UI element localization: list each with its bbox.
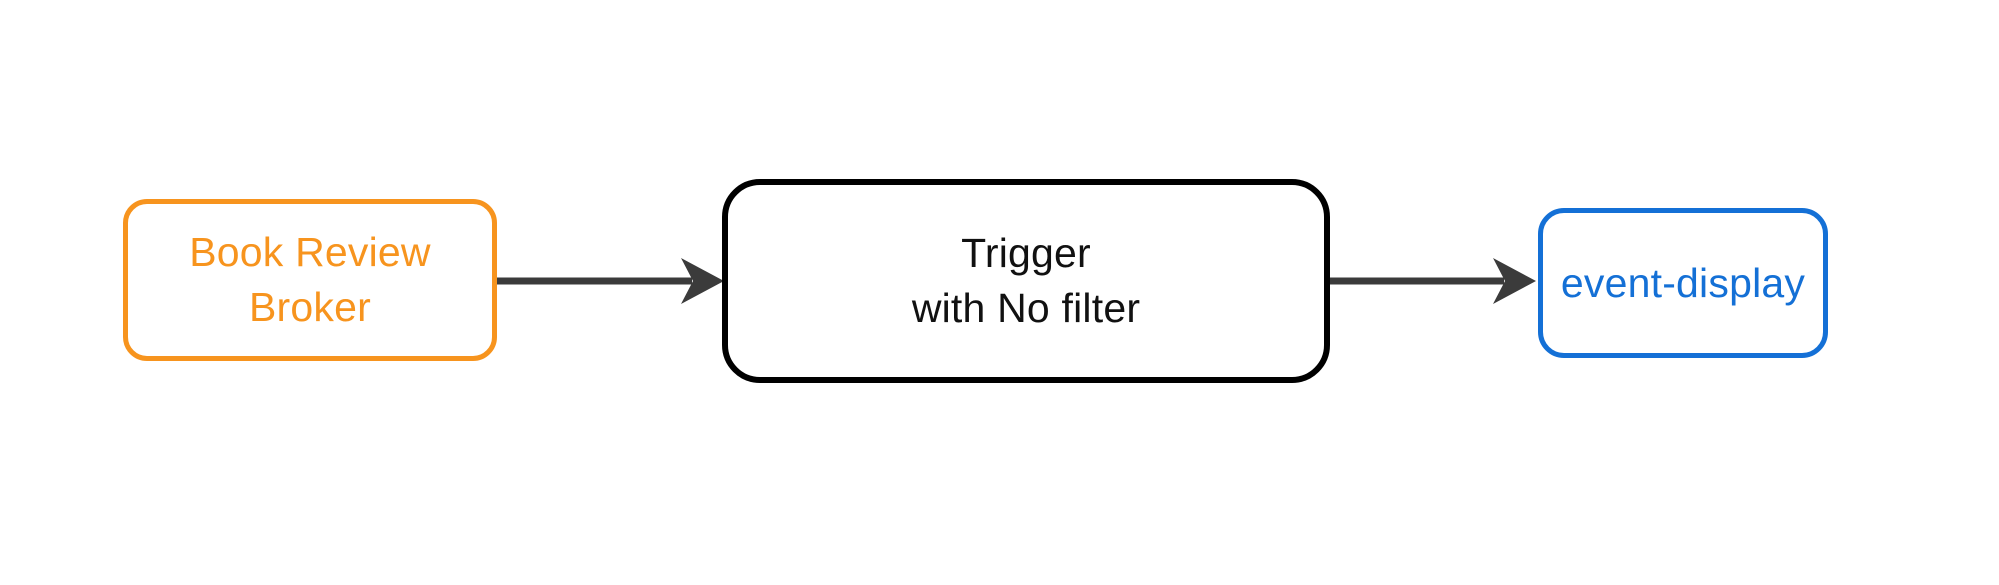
arrow-broker-to-trigger-icon (497, 258, 724, 304)
node-event-display: event-display (1538, 208, 1828, 358)
node-trigger-label-line2: with No filter (911, 285, 1141, 331)
node-event-display-label: event-display (1560, 259, 1806, 306)
node-trigger: Trigger with No filter (722, 179, 1330, 383)
node-book-review-broker-label-line2: Broker (249, 284, 371, 330)
node-trigger-label-line1: Trigger (961, 230, 1091, 276)
arrow-trigger-to-event-display-icon (1330, 258, 1536, 304)
node-book-review-broker: Book Review Broker (123, 199, 497, 361)
node-book-review-broker-label-line1: Book Review (189, 229, 431, 275)
